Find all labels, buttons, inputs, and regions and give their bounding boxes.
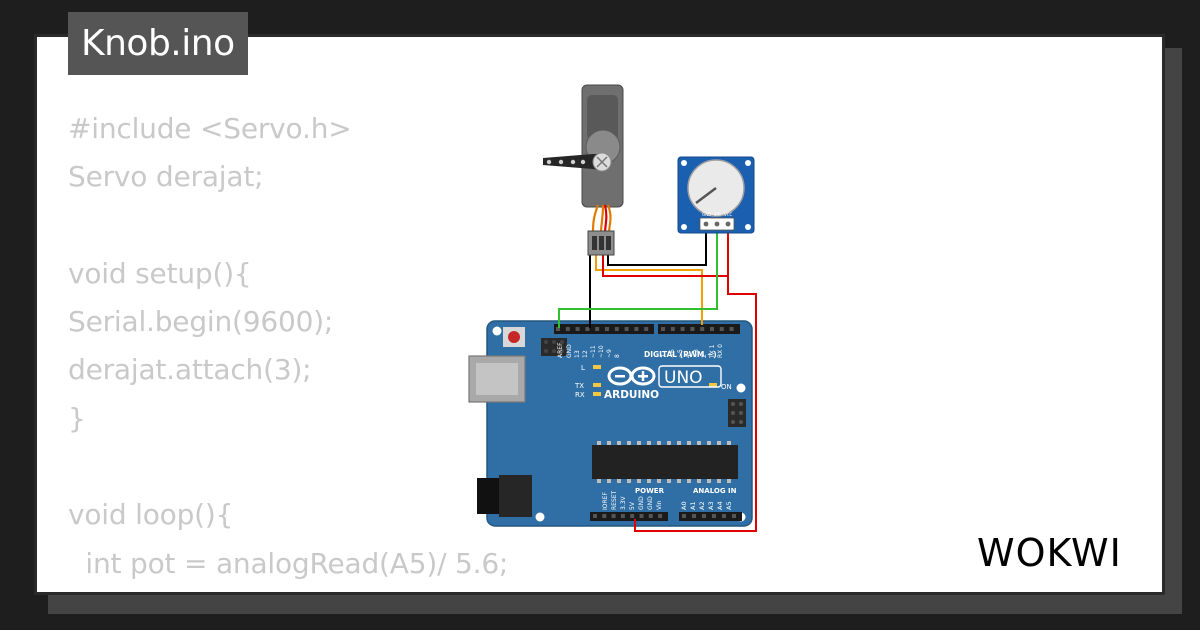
digital-pin-label: 4: [685, 354, 692, 358]
power-pin-label: 5V: [629, 501, 636, 510]
mount-hole: [736, 383, 746, 393]
digital-pin-label: 8: [614, 354, 621, 358]
code-line: }: [68, 401, 86, 435]
wokwi-logo: WOKWI: [977, 531, 1122, 575]
digital-pin-label: ~3: [693, 349, 700, 358]
digital-pin-label: RX 0: [717, 344, 724, 358]
digital-pin-label: ~10: [598, 345, 605, 358]
analog-pin-label: A4: [716, 501, 724, 510]
analog-pin-label: A1: [689, 501, 697, 510]
svg-text:SIG: SIG: [714, 212, 721, 217]
wire-pot-signal: [558, 225, 718, 328]
wires: [558, 225, 757, 532]
svg-text:ON: ON: [721, 383, 732, 391]
svg-text:TX: TX: [574, 382, 584, 390]
digital-pin-label: ~9: [606, 349, 613, 358]
digital-pin-label: 7: [661, 354, 668, 358]
mount-hole: [535, 512, 545, 522]
power-pin-label: GND: [647, 496, 654, 510]
digital-pin-label: GND: [566, 344, 573, 358]
code-line: derajat.attach(3);: [68, 353, 312, 387]
digital-header: [554, 324, 740, 334]
power-header-label: POWER: [635, 487, 665, 495]
digital-pin-label: AREF: [557, 342, 564, 358]
digital-pin-label: TX 1: [709, 344, 716, 359]
svg-text:GND: GND: [702, 212, 711, 217]
atmega-chip: [592, 441, 738, 483]
digital-pin-label: 13: [574, 350, 581, 358]
power-pin-label: RESET: [611, 490, 618, 510]
analog-pin-label: A5: [725, 501, 733, 510]
svg-text:RX: RX: [575, 391, 585, 399]
svg-text:UNO: UNO: [664, 368, 703, 388]
code-line: void setup(){: [68, 256, 252, 290]
svg-text:L: L: [581, 364, 585, 372]
project-title: Knob.ino: [68, 12, 248, 75]
code-line: #include <Servo.h>: [68, 112, 352, 145]
code-line: Servo derajat;: [68, 160, 264, 194]
analog-pin-label: A2: [698, 501, 706, 510]
analog-pin-label: A3: [707, 501, 715, 510]
code-line: Serial.begin(9600);: [68, 305, 334, 339]
svg-text:ARDUINO: ARDUINO: [604, 389, 659, 401]
icsp-header: [541, 338, 567, 356]
analog-header-label: ANALOG IN: [693, 487, 737, 495]
svg-text:WOKWI: WOKWI: [977, 531, 1122, 575]
servo-motor[interactable]: [543, 84, 624, 256]
digital-pin-label: 12: [582, 350, 589, 358]
mount-hole: [492, 326, 502, 336]
power-pin-label: Vin: [656, 500, 663, 510]
analog-pin-label: A0: [680, 501, 688, 510]
power-header: [590, 512, 668, 521]
arduino-logo: ARDUINO UNO: [604, 365, 722, 401]
preview-card: #include <Servo.h> Servo derajat; void s…: [34, 34, 1165, 595]
code-line: int pot = analogRead(A5)/ 5.6;: [68, 546, 509, 580]
digital-pin-label: ~6: [669, 349, 676, 358]
knob-indicator: [695, 187, 717, 204]
code-line: void loop(){: [68, 498, 234, 532]
code-listing: #include <Servo.h> Servo derajat; void s…: [68, 105, 509, 592]
svg-text:VCC: VCC: [724, 212, 733, 217]
reset-button[interactable]: [503, 327, 525, 347]
potentiometer[interactable]: GND SIG VCC: [677, 156, 755, 234]
analog-header: [679, 512, 742, 521]
digital-pin-label: 2: [701, 354, 708, 358]
power-pin-label: GND: [638, 496, 645, 510]
digital-pin-label: ~11: [590, 345, 597, 358]
digital-header-label: DIGITAL (PWM ~): [644, 350, 717, 359]
board-leds: L TX RX ON: [574, 364, 732, 399]
wire-5v: [602, 245, 757, 532]
digital-pin-label: ~5: [677, 349, 684, 358]
power-pin-label: IOREF: [602, 492, 609, 510]
icsp2-header: [728, 399, 746, 427]
wire-servo-signal: [595, 245, 703, 325]
power-pin-label: 3.3V: [620, 495, 627, 510]
